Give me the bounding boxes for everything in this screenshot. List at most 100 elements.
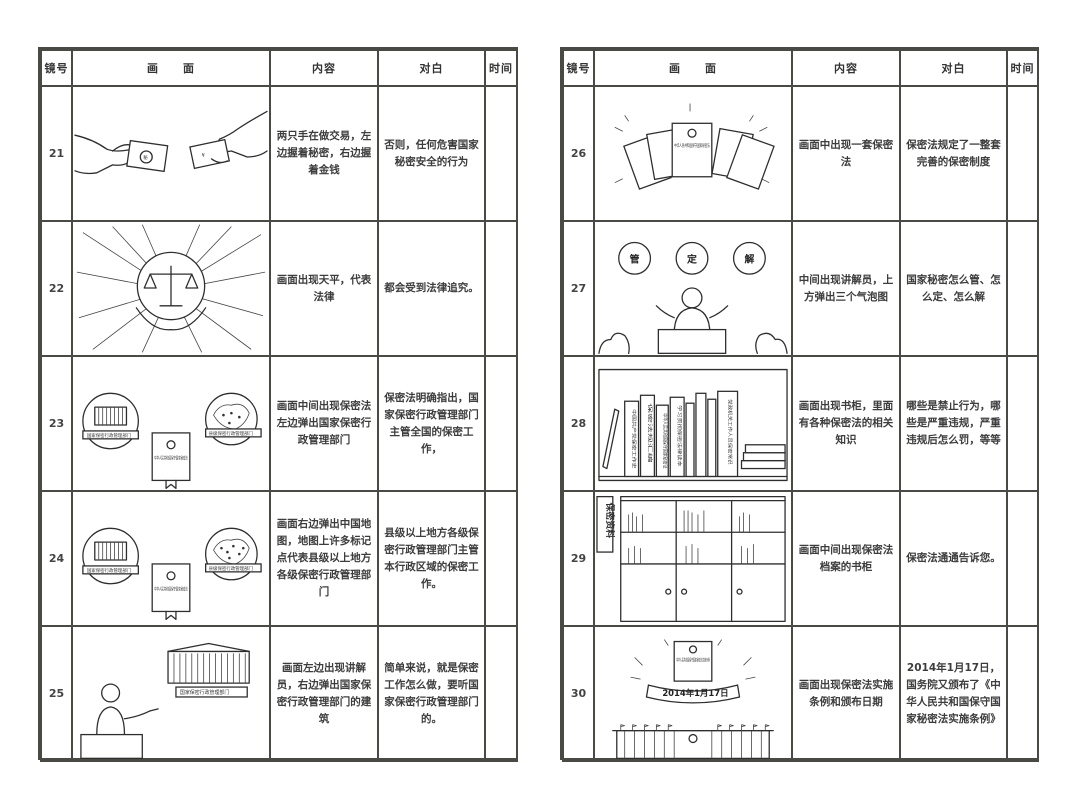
archive-cabinet-illustration: 保密资料: [596, 495, 786, 623]
scene-bookshelf: 中国共产党保密工作史 保密法规汇编 中华人民共和国保守国家秘密法 学习贯彻保密法…: [593, 355, 793, 492]
presenter-bubbles-illustration: 管 定 解: [598, 241, 788, 354]
shot-number: 24: [40, 490, 73, 627]
law-book-title: 中华人民共和国保守国家秘密法: [674, 142, 710, 149]
dialogue-cell: 保密法通通告诉您。: [899, 490, 1008, 627]
header-time: 时间: [484, 49, 518, 87]
dialogue-cell: 简单来说，就是保密工作怎么做，要听国家保密行政管理部门的。: [377, 625, 486, 762]
book-spine: 中国共产党保密工作史: [631, 409, 638, 469]
bookshelf-illustration: 中国共产党保密工作史 保密法规汇编 中华人民共和国保守国家秘密法 学习贯彻保密法…: [598, 368, 788, 482]
archive-sign: 保密资料: [604, 502, 616, 539]
content-cell: 画面出现天平，代表法律: [269, 220, 379, 357]
dialogue-cell: 保密法规定了一整套完善的保密制度: [899, 85, 1008, 222]
scene-archive-cabinet: 保密资料: [593, 490, 793, 627]
storyboard-right: 镜号 画 面 内容 对白 时间 26 中华人民共和国保守国家秘密法 画面中出: [560, 47, 1039, 762]
table-row: 25 国家保密行政管理部门 画面左边出现讲解员，右边弹出国家保密行政管理部门的建…: [40, 625, 518, 762]
local-department-banner: 县级保密行政管理部门: [209, 430, 254, 437]
shot-number: 26: [562, 85, 595, 222]
bubble-manage: 管: [630, 252, 640, 265]
time-cell: [1006, 625, 1039, 762]
header-shot: 镜号: [40, 49, 73, 87]
shot-number: 25: [40, 625, 73, 762]
shot-number: 23: [40, 355, 73, 492]
yuan-symbol: ¥: [202, 153, 205, 159]
content-cell: 画面左边出现讲解员，右边弹出国家保密行政管理部门的建筑: [269, 625, 379, 762]
time-cell: [484, 490, 518, 627]
dialogue-cell: 保密法明确指出，国家保密行政管理部门主管全国的保密工作，: [377, 355, 486, 492]
scene-presenter-building: 国家保密行政管理部门: [71, 625, 271, 762]
scene-justice-scale: [71, 220, 271, 357]
bubble-release: 解: [744, 252, 754, 265]
content-cell: 画面中间出现保密法档案的书柜: [791, 490, 901, 627]
header-content: 内容: [269, 49, 379, 87]
header-time: 时间: [1006, 49, 1039, 87]
header-shot: 镜号: [562, 49, 595, 87]
time-cell: [484, 355, 518, 492]
law-department-illustration: 国家保密行政管理部门 县级保密行政管理部门 中华人民共和国保守国家秘密法: [82, 392, 262, 489]
department-banner: 国家保密行政管理部门: [180, 689, 229, 696]
header-picture: 画 面: [71, 49, 271, 87]
local-department-banner: 县级保密行政管理部门: [209, 565, 254, 572]
law-book-title: 中华人民共和国保守国家秘密法: [154, 586, 188, 593]
time-cell: [1006, 355, 1039, 492]
content-cell: 画面出现书柜，里面有各种保密法的相关知识: [791, 355, 901, 492]
table-row: 24 国家保密行政管理部门 县级保密行政管理部门 中华人民共和国保守国家秘密法: [40, 490, 518, 627]
law-books-fan-illustration: 中华人民共和国保守国家秘密法: [614, 103, 775, 190]
time-cell: [1006, 85, 1039, 222]
implementation-book-title: 中华人民共和国保守国家秘密法实施条例: [676, 656, 710, 663]
scene-law-books-fan: 中华人民共和国保守国家秘密法: [593, 85, 793, 222]
dialogue-cell: 2014年1月17日，国务院又颁布了《中华人民共和国保守国家秘密法实施条例》: [899, 625, 1008, 762]
svg-text:秘: 秘: [143, 154, 148, 161]
content-cell: 中间出现讲解员，上方弹出三个气泡图: [791, 220, 901, 357]
law-book-title: 中华人民共和国保守国家秘密法: [154, 455, 188, 462]
table-row: 29 保密资料 画面中间出现保密法档案的书柜 保密法通通告诉您。: [562, 490, 1039, 627]
content-cell: 两只手在做交易，左边握着秘密，右边握着金钱: [269, 85, 379, 222]
header-dialogue: 对白: [377, 49, 486, 87]
regulation-release-illustration: 中华人民共和国保守国家秘密法实施条例 2014年1月17日: [612, 639, 774, 759]
scene-china-map: 国家保密行政管理部门 县级保密行政管理部门 中华人民共和国保守国家秘密法: [71, 490, 271, 627]
scene-presenter-bubbles: 管 定 解: [593, 220, 793, 357]
content-cell: 画面中出现一套保密法: [791, 85, 901, 222]
scale-illustration: [76, 224, 266, 353]
dialogue-cell: 县级以上地方各级保密行政管理部门主管本行政区域的保密工作。: [377, 490, 486, 627]
book-spine: 党政机关工作人员保密常识: [727, 399, 734, 465]
bubble-define: 定: [686, 252, 697, 265]
header-row: 镜号 画 面 内容 对白 时间: [562, 49, 1039, 87]
time-cell: [1006, 490, 1039, 627]
scene-implementation-regulation: 中华人民共和国保守国家秘密法实施条例 2014年1月17日: [593, 625, 793, 762]
time-cell: [484, 220, 518, 357]
china-map-illustration: 国家保密行政管理部门 县级保密行政管理部门 中华人民共和国保守国家秘密法: [82, 527, 262, 621]
table-row: 21 秘 ¥ 两只手在做交易，左边握着秘密，右边握着金钱 否则，任何危害国家秘密…: [40, 85, 518, 222]
trade-hands-illustration: 秘 ¥: [74, 110, 268, 175]
shot-number: 30: [562, 625, 595, 762]
date-ribbon: 2014年1月17日: [662, 688, 728, 698]
shot-number: 28: [562, 355, 595, 492]
storyboard-left: 镜号 画 面 内容 对白 时间 21 秘 ¥ 两只手在做交易，左边握着秘密，右边…: [38, 47, 518, 762]
table-row: 26 中华人民共和国保守国家秘密法 画面中出现一套保密法 保密法规定了一整套完善…: [562, 85, 1039, 222]
shot-number: 27: [562, 220, 595, 357]
shot-number: 29: [562, 490, 595, 627]
header-row: 镜号 画 面 内容 对白 时间: [40, 49, 518, 87]
book-spine: 保密法规汇编: [646, 403, 653, 464]
book-spine: 学习贯彻保密法律读本: [676, 405, 683, 467]
book-spine: 中华人民共和国保守国家秘密法: [661, 413, 668, 469]
time-cell: [484, 625, 518, 762]
table-row: 27 管 定 解 中间出现讲解员，上方弹出三个气泡图 国家秘密怎么管、怎么定、怎…: [562, 220, 1039, 357]
content-cell: 画面右边弹出中国地图，地图上许多标记点代表县级以上地方各级保密行政管理部门: [269, 490, 379, 627]
table-row: 30 中华人民共和国保守国家秘密法实施条例 2014年1月17日 画面出现保密法…: [562, 625, 1039, 762]
department-banner: 国家保密行政管理部门: [87, 432, 132, 439]
header-content: 内容: [791, 49, 901, 87]
time-cell: [1006, 220, 1039, 357]
table-row: 28 中国共产党保密工作史 保密法规汇编 中华人民共和国保守国家秘密法: [562, 355, 1039, 492]
content-cell: 画面中间出现保密法左边弹出国家保密行政管理部门: [269, 355, 379, 492]
shot-number: 21: [40, 85, 73, 222]
header-picture: 画 面: [593, 49, 793, 87]
dialogue-cell: 国家秘密怎么管、怎么定、怎么解: [899, 220, 1008, 357]
presenter-building-illustration: 国家保密行政管理部门: [80, 642, 250, 759]
time-cell: [484, 85, 518, 222]
department-banner: 国家保密行政管理部门: [87, 567, 132, 574]
dialogue-cell: 否则，任何危害国家秘密安全的行为: [377, 85, 486, 222]
table-row: 22 画面出现天平，代表法律 都会受到法律追究。: [40, 220, 518, 357]
scene-handshake-trade: 秘 ¥: [71, 85, 271, 222]
header-dialogue: 对白: [899, 49, 1008, 87]
table-row: 23 国家保密行政管理部门 县级保密行政管理部门 中华人民共和国保守国家秘密法: [40, 355, 518, 492]
